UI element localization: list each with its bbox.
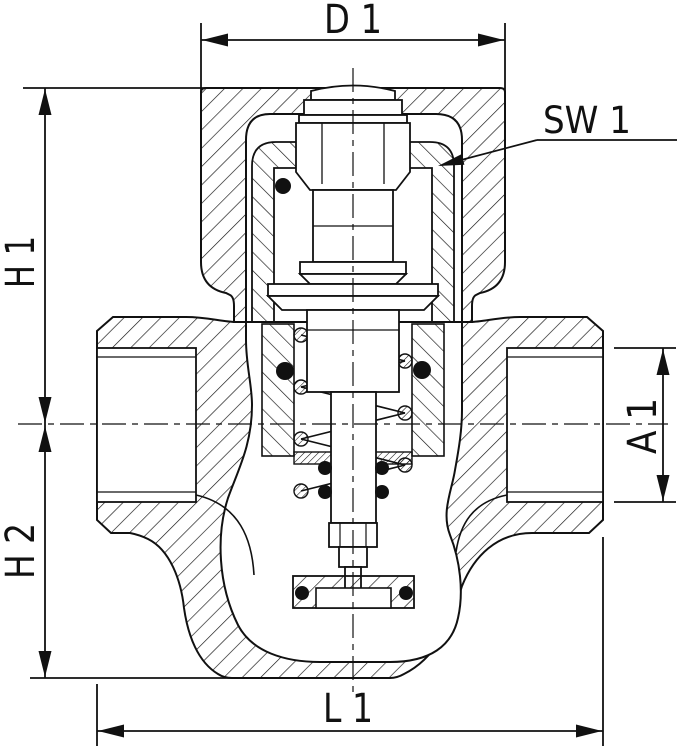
left-port-opening <box>96 347 197 503</box>
seat-oring-right <box>399 586 413 600</box>
bonnet <box>200 87 506 323</box>
right-port-opening <box>506 347 604 503</box>
oring-bonnet <box>275 178 291 194</box>
stem-seals <box>318 461 389 499</box>
cap-dome <box>310 84 396 101</box>
dimension-l1 <box>96 537 604 746</box>
guide-wall-left <box>261 323 295 457</box>
h2-label: H 2 <box>0 523 44 579</box>
guide-wall-right <box>411 323 445 457</box>
d1-label: D 1 <box>324 0 382 43</box>
left-port <box>96 347 197 503</box>
seat-oring-left <box>295 586 309 600</box>
h1-label: H 1 <box>0 236 44 288</box>
right-port <box>506 347 604 503</box>
a1-label: A 1 <box>620 398 666 454</box>
centerlines <box>18 68 668 692</box>
oring-piston-right <box>413 361 431 379</box>
spring-cap-taper <box>265 295 441 311</box>
dimension-h2 <box>30 424 290 679</box>
dimension-h1 <box>23 87 210 424</box>
dimension-d1 <box>200 23 506 98</box>
o-rings <box>275 178 431 380</box>
sw1-label: SW 1 <box>543 99 631 142</box>
flow-partition-lines <box>195 494 508 576</box>
oring-piston-left <box>276 362 294 380</box>
l1-label: L 1 <box>323 686 373 732</box>
dimension-a1 <box>614 347 676 503</box>
dimension-sw1 <box>438 139 677 166</box>
